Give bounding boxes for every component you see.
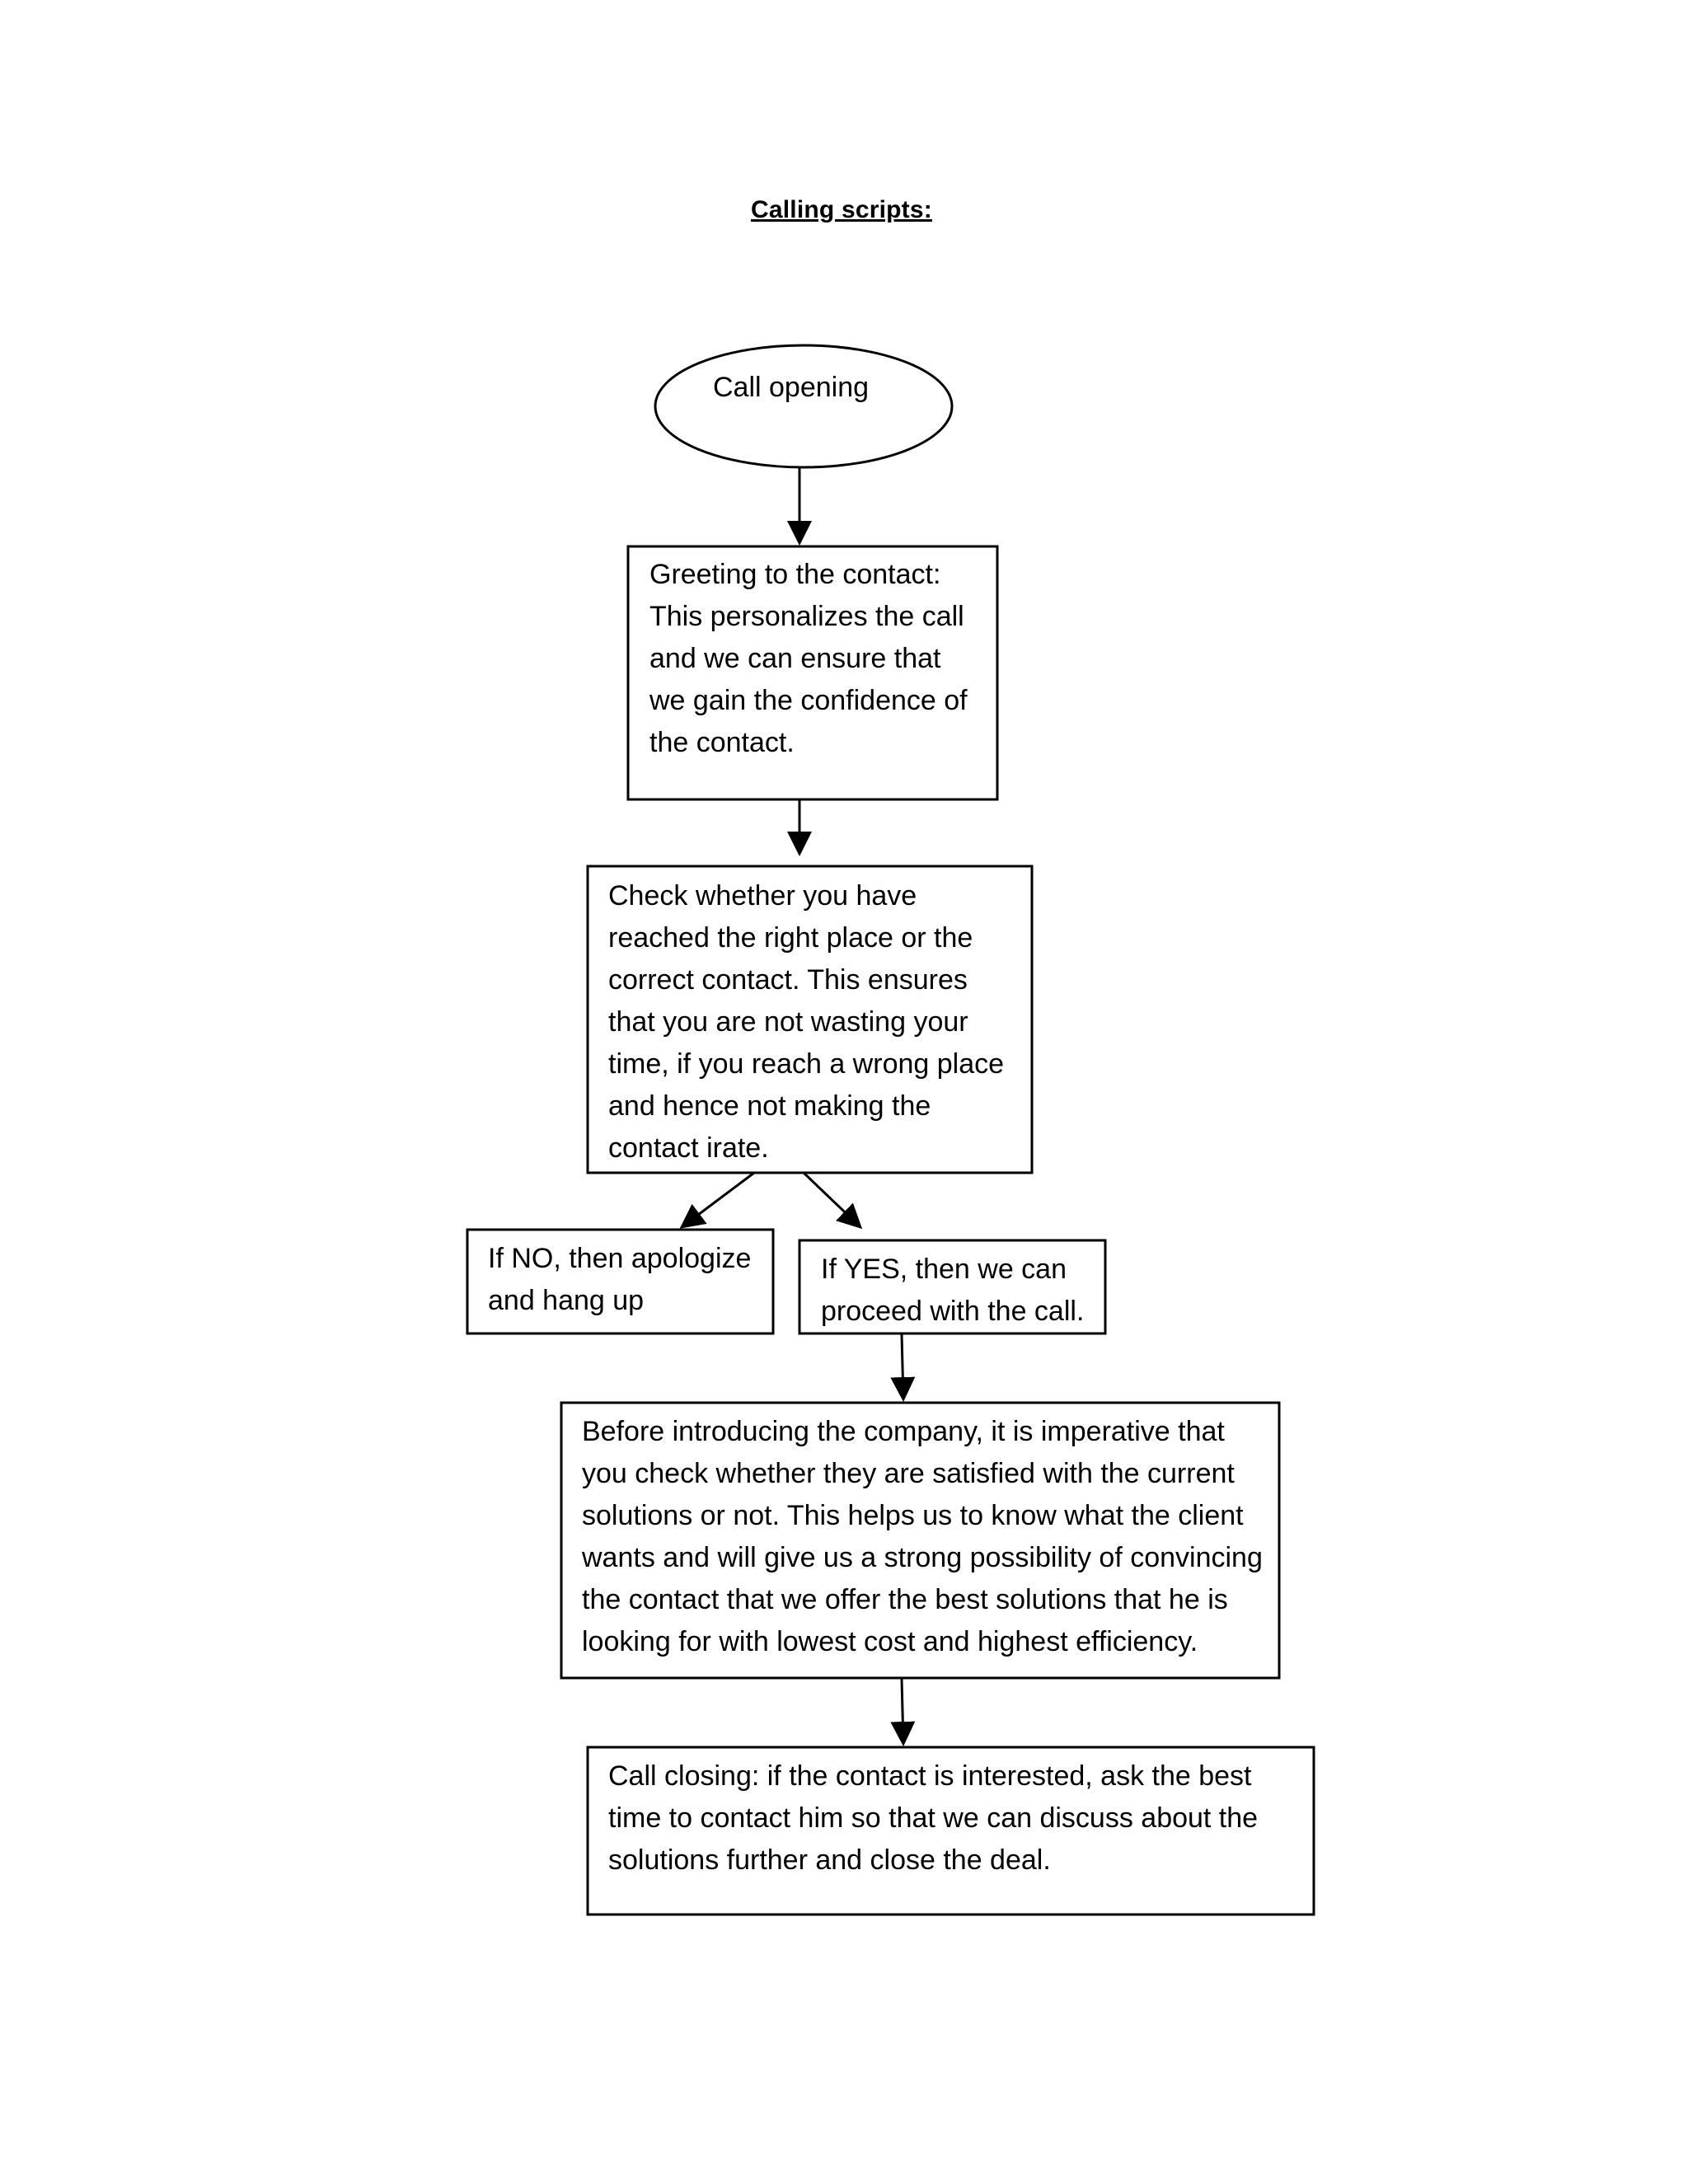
text-line: Call opening bbox=[713, 372, 870, 403]
yes-branch-text: If YES, then we can proceed with the cal… bbox=[821, 1249, 1084, 1333]
text-line: This personalizes the call bbox=[649, 601, 964, 632]
before-intro-text: Before introducing the company, it is im… bbox=[582, 1411, 1263, 1663]
arrow-check-to-yes bbox=[802, 1171, 863, 1230]
text-line: solutions or not. This helps us to know … bbox=[582, 1500, 1244, 1531]
arrow-check-to-no bbox=[679, 1171, 755, 1229]
before-intro-box bbox=[560, 1401, 1281, 1680]
closing-box bbox=[586, 1746, 1315, 1916]
text-line: wants and will give us a strong possibil… bbox=[582, 1542, 1263, 1573]
text-line: and hence not making the bbox=[608, 1090, 931, 1122]
text-line: solutions further and close the deal. bbox=[608, 1844, 1051, 1876]
text-line: time, if you reach a wrong place bbox=[608, 1048, 1005, 1080]
arrow-before-intro-to-closing bbox=[890, 1678, 916, 1746]
no-branch-text: If NO, then apologize and hang up bbox=[488, 1238, 751, 1322]
no-branch-box bbox=[466, 1228, 775, 1335]
greeting-text: Greeting to the contact: This personaliz… bbox=[649, 554, 968, 764]
call-opening-ellipse bbox=[654, 344, 954, 469]
text-line: the contact. bbox=[649, 727, 795, 758]
text-line: that you are not wasting your bbox=[608, 1006, 968, 1038]
check-text: Check whether you have reached the right… bbox=[608, 875, 1004, 1169]
text-line: correct contact. This ensures bbox=[608, 964, 968, 996]
text-line: you check whether they are satisfied wit… bbox=[582, 1458, 1235, 1489]
text-line: time to contact him so that we can discu… bbox=[608, 1802, 1259, 1834]
text-line: and we can ensure that bbox=[649, 643, 941, 674]
text-line: the contact that we offer the best solut… bbox=[582, 1584, 1228, 1615]
check-box bbox=[586, 865, 1034, 1174]
text-line: contact irate. bbox=[608, 1132, 769, 1164]
text-line: looking for with lowest cost and highest… bbox=[582, 1626, 1198, 1657]
text-line: Call closing: if the contact is interest… bbox=[608, 1760, 1252, 1792]
yes-branch-box bbox=[798, 1239, 1107, 1335]
text-line: proceed with the call. bbox=[821, 1296, 1085, 1327]
text-line: and hang up bbox=[488, 1285, 645, 1316]
page-title: Calling scripts: bbox=[751, 196, 932, 223]
text-line: we gain the confidence of bbox=[649, 685, 968, 716]
closing-text: Call closing: if the contact is interest… bbox=[608, 1755, 1258, 1882]
text-line: Greeting to the contact: bbox=[649, 559, 941, 590]
call-opening-text: Call opening bbox=[713, 367, 869, 409]
arrow-yes-to-before-intro bbox=[890, 1333, 916, 1402]
text-line: If NO, then apologize bbox=[488, 1243, 752, 1274]
text-line: Check whether you have bbox=[608, 880, 917, 912]
greeting-box bbox=[626, 545, 999, 801]
text-line: Before introducing the company, it is im… bbox=[582, 1416, 1225, 1447]
text-line: If YES, then we can bbox=[821, 1254, 1067, 1285]
text-line: reached the right place or the bbox=[608, 922, 973, 954]
